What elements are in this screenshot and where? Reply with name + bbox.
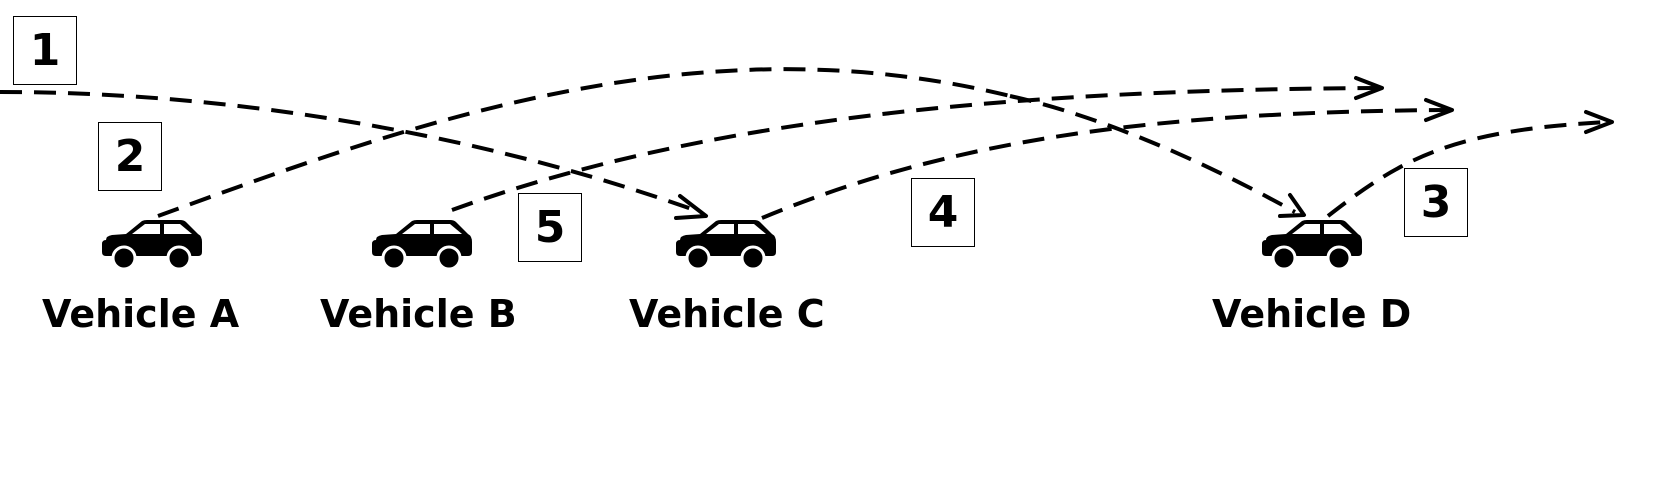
path-marker-2: 2	[98, 122, 162, 191]
car-icon	[102, 220, 202, 271]
trajectory-1-arrowhead	[674, 194, 708, 220]
trajectory-4	[761, 108, 1449, 220]
path-marker-1: 1	[13, 16, 77, 85]
car-icon	[372, 220, 472, 271]
trajectory-1	[0, 90, 701, 214]
trajectory-3	[1326, 120, 1609, 218]
trajectory-5	[451, 86, 1379, 212]
path-marker-4: 4	[911, 178, 975, 247]
trajectory-1b	[1009, 94, 1296, 214]
path-marker-3: 3	[1404, 168, 1468, 237]
trajectory-4-arrowhead	[1424, 98, 1454, 122]
car-icon	[676, 220, 776, 271]
trajectory-2	[157, 67, 1011, 218]
vehicle-label-a: Vehicle A	[42, 292, 240, 336]
vehicle-label-d: Vehicle D	[1212, 292, 1412, 336]
car-icon	[1262, 220, 1362, 271]
vehicle-label-c: Vehicle C	[629, 292, 825, 336]
trajectory-5-arrowhead	[1354, 76, 1384, 100]
trajectory-3-arrowhead	[1584, 110, 1614, 134]
trajectory-1b-arrowhead	[1278, 193, 1306, 218]
vehicle-label-b: Vehicle B	[320, 292, 517, 336]
path-marker-5: 5	[518, 193, 582, 262]
